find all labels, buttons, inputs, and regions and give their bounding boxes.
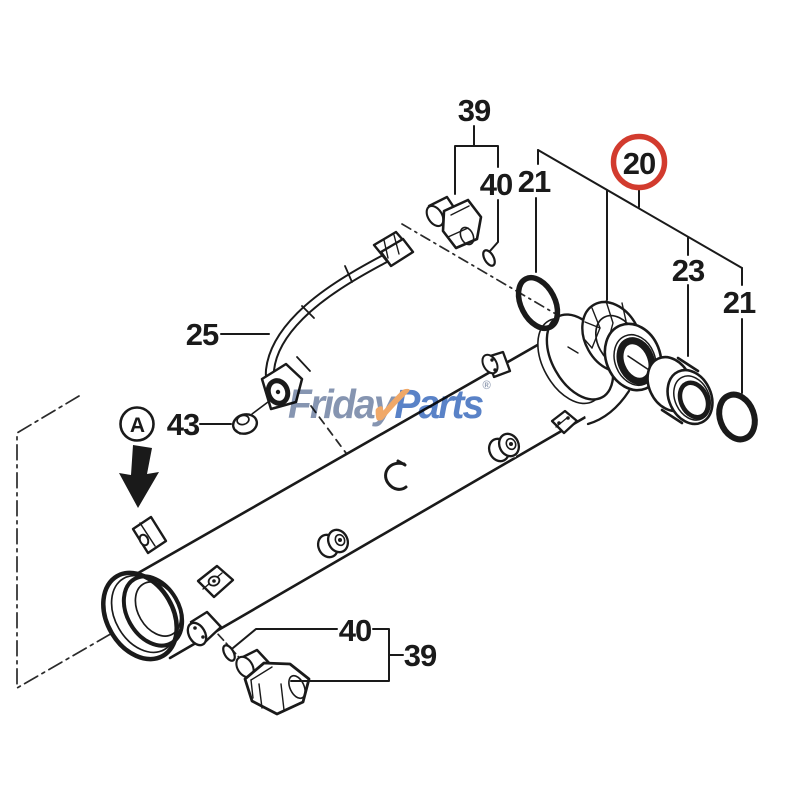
callout-25: 25 <box>186 317 219 352</box>
view-a-arrow <box>119 445 159 508</box>
barrel-end-rings <box>101 570 185 662</box>
leader-39-top <box>454 125 499 252</box>
bushing-part-23 <box>646 355 714 426</box>
barrel-port-boss-top <box>481 350 512 379</box>
barrel-block-boss <box>196 564 235 599</box>
o-ring-40-top <box>482 249 496 267</box>
leader-40-39-bottom <box>232 628 404 682</box>
callout-43: 43 <box>167 407 200 442</box>
hose-clip-dashed-line <box>310 405 379 497</box>
nut-part-43 <box>231 398 273 435</box>
clip-c-mark <box>384 459 408 491</box>
barrel-port-boss-bottom <box>186 610 223 647</box>
callout-39-top: 39 <box>458 93 491 128</box>
barrel-clamp-boss-2 <box>487 432 521 463</box>
watermark-registered-mark: ® <box>482 378 491 393</box>
callout-21-right: 21 <box>723 285 756 320</box>
callout-view-a: A <box>130 414 145 437</box>
highlight-ring-20 <box>610 133 668 191</box>
elbow-fitting-39-bottom <box>235 648 311 716</box>
watermark-text-blue: Parts <box>394 381 484 427</box>
o-ring-40-bottom <box>222 644 236 662</box>
callout-21-left: 21 <box>518 164 551 199</box>
barrel-tab-bracket <box>131 515 168 555</box>
o-ring-21-left <box>515 274 561 332</box>
callout-40-top: 40 <box>480 167 512 202</box>
watermark-text-gray: Friday <box>288 381 395 427</box>
o-ring-21-right <box>716 391 758 443</box>
leader-20-bracket <box>537 149 743 269</box>
phantom-boundary-line <box>16 395 115 689</box>
callout-39-bottom: 39 <box>404 638 437 673</box>
head-small-block <box>550 409 579 435</box>
leader-21-left <box>535 149 539 273</box>
hose-nut <box>372 230 415 268</box>
fridayparts-watermark: Friday✓Parts® <box>288 366 491 437</box>
cylinder-head-assembly <box>537 300 663 426</box>
barrel-clamp-boss-1 <box>316 528 350 559</box>
hose-end-elbow <box>260 362 304 411</box>
watermark-check-icon: ✓ <box>364 374 410 437</box>
callout-23: 23 <box>672 253 705 288</box>
view-a-circle <box>119 406 155 442</box>
leader-lines <box>199 125 743 682</box>
callout-20: 20 <box>623 146 655 181</box>
elbow-fitting-39-top <box>425 195 483 250</box>
callout-40-bottom: 40 <box>339 613 371 648</box>
